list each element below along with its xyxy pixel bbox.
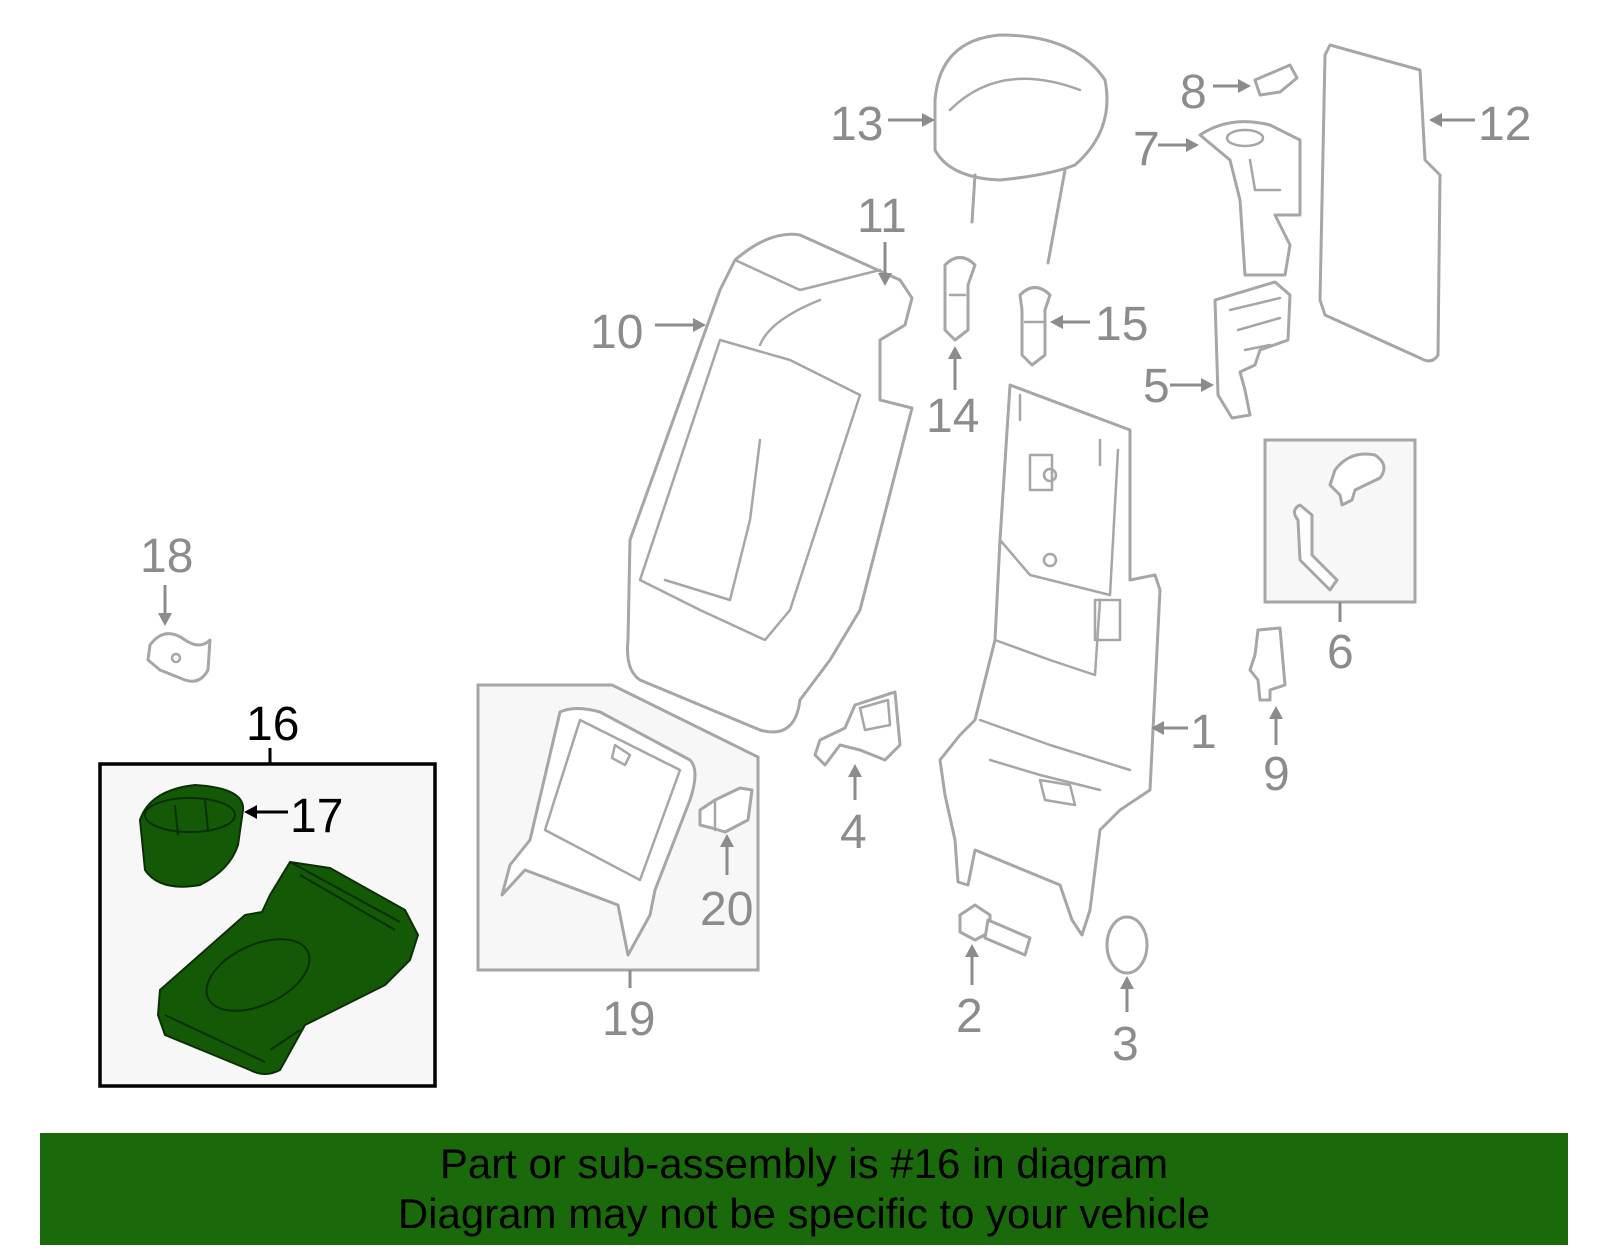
callout-18-label: 18 [140,530,193,583]
callout-1: 1 [1151,706,1217,759]
callout-4: 4 [840,764,867,859]
callout-14-label: 14 [926,390,979,443]
callout-7-label: 7 [1133,123,1160,176]
part-6-group[interactable] [1263,438,1417,604]
callout-10: 10 [590,306,706,359]
callout-11-label: 11 [857,190,907,243]
part-7-bracket[interactable] [1198,120,1302,277]
part-9-striker[interactable] [1248,626,1287,702]
callout-12-label: 12 [1478,98,1531,151]
callout-15-label: 15 [1095,298,1148,351]
callout-18: 18 [140,530,193,626]
callout-6: 6 [1327,602,1354,679]
callout-13: 13 [830,98,935,151]
part-16-group[interactable] [98,762,437,1088]
part-4-cover[interactable] [813,690,902,767]
callout-17-label: 17 [290,790,343,843]
callout-5: 5 [1143,360,1214,413]
callout-16: 16 [246,698,299,764]
part-2-bolt[interactable] [958,903,1032,957]
part-13-headrest[interactable] [933,33,1109,265]
callout-16-label: 16 [246,698,299,751]
callout-5-label: 5 [1143,360,1170,413]
part-3-washer[interactable] [1105,915,1149,975]
callout-19: 19 [602,970,655,1046]
callout-10-label: 10 [590,306,643,359]
callout-1-label: 1 [1190,706,1217,759]
callout-17: 17 [244,790,343,843]
callout-20-label: 20 [700,883,753,936]
callout-2-label: 2 [956,990,983,1043]
callout-13-label: 13 [830,98,883,151]
callout-14: 14 [926,346,979,443]
callout-20: 20 [700,834,753,936]
callout-9: 9 [1263,706,1290,801]
callout-7: 7 [1133,123,1199,176]
part-12-panel[interactable] [1318,43,1442,363]
callout-3-label: 3 [1112,1018,1139,1071]
callout-6-label: 6 [1327,626,1354,679]
part-19-group[interactable] [476,683,760,972]
callout-19-label: 19 [602,993,655,1046]
callout-4-label: 4 [840,806,867,859]
part-18-clip[interactable] [146,632,212,683]
callout-9-label: 9 [1263,748,1290,801]
callout-2: 2 [956,944,983,1043]
part-17-cup-insert [139,784,245,888]
part-10-seat-back-cover[interactable] [626,232,914,734]
footer-line-1: Part or sub-assembly is #16 in diagram [439,1140,1169,1187]
part-1-seat-frame[interactable] [938,383,1162,937]
callout-3: 3 [1112,976,1139,1071]
callout-11: 11 [857,190,907,286]
callout-12: 12 [1429,98,1531,151]
part-20-clip[interactable] [698,786,754,834]
callout-8: 8 [1180,66,1251,119]
callout-8-label: 8 [1180,66,1207,119]
callout-15: 15 [1050,298,1148,351]
footer-line-2: Diagram may not be specific to your vehi… [397,1190,1211,1237]
part-8-clip[interactable] [1253,63,1299,97]
part-15-guide[interactable] [1018,286,1052,367]
part-14-guide[interactable] [943,256,977,342]
part-16-armrest-base [157,861,419,1075]
part-5-latch[interactable] [1213,280,1292,420]
footer-banner: Part or sub-assembly is #16 in diagram D… [40,1133,1568,1245]
